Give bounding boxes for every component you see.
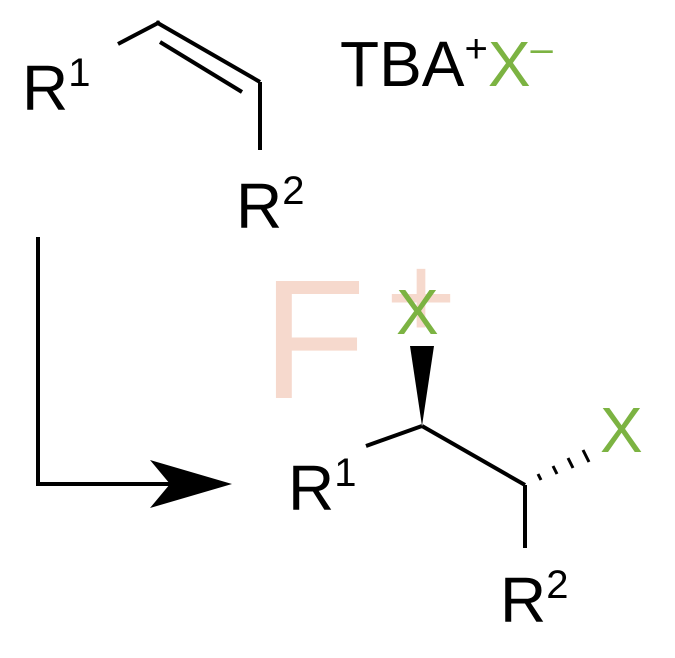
reagent-anion-charge: – [531, 27, 554, 71]
alkene-double-bond-outer [155, 20, 261, 84]
reagent-label: TBA+X– [340, 27, 554, 100]
reaction-arrow-head [150, 460, 232, 508]
alkene-double-bond-inner [158, 40, 244, 94]
product-x-top: X [396, 276, 439, 348]
reaction-arrow [36, 237, 232, 508]
product-bond-c1-c2 [421, 424, 526, 487]
product-wedge-bond [410, 346, 434, 426]
product-hashed-bond [536, 449, 591, 481]
product-bond-r1-c1 [365, 424, 423, 448]
svg-text:TBA+X–: TBA+X– [340, 27, 554, 100]
reagent-anion: X [488, 28, 531, 100]
reaction-arrow-shaft [36, 237, 200, 486]
alkene-r2-label: R2 [236, 169, 304, 242]
reagent-cation-charge: + [464, 27, 487, 71]
alkene-bond-r1-c1 [117, 20, 161, 46]
product-x-right: X [600, 394, 643, 466]
watermark-charge: + [386, 230, 456, 364]
alkene-r1-label: R1 [22, 51, 90, 124]
starting-alkene: R1 R2 [22, 20, 304, 242]
product-molecule: X X R1 R2 [288, 276, 643, 636]
product-r2-label: R2 [500, 563, 568, 636]
watermark-letter: F [262, 245, 366, 435]
reagent-cation: TBA [340, 28, 465, 100]
product-r1-label: R1 [288, 451, 356, 524]
faint-f-plus-watermark: F + [262, 230, 456, 435]
